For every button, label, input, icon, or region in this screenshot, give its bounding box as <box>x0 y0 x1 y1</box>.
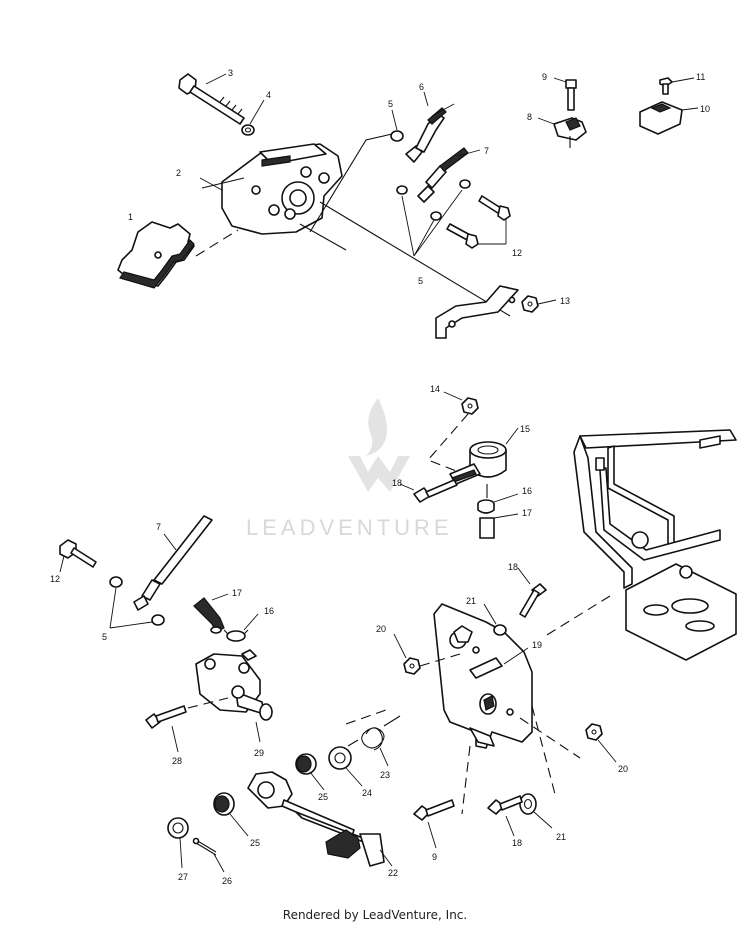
clip-part-10 <box>639 101 683 135</box>
callout-24: 24 <box>362 788 372 798</box>
callout-9-b: 9 <box>432 852 437 862</box>
washer-part-24 <box>328 746 352 770</box>
spring-part-23 <box>347 715 401 751</box>
callout-28: 28 <box>172 756 182 766</box>
bolt-part-18-c <box>487 795 523 815</box>
callout-16-a: 16 <box>522 486 532 496</box>
callout-8: 8 <box>527 112 532 122</box>
washer-part-4 <box>241 124 255 136</box>
footer-credit: Rendered by LeadVenture, Inc. <box>282 908 468 922</box>
nut-part-13 <box>521 295 539 313</box>
bolt-part-12-a <box>478 195 511 221</box>
callout-6: 6 <box>419 82 424 92</box>
callout-2: 2 <box>176 168 181 178</box>
washer-part-5-lower-a <box>109 576 123 588</box>
bushing-part-25-a <box>295 753 317 775</box>
callout-20-b: 20 <box>618 764 628 774</box>
brake-caliper-part-2 <box>221 143 343 235</box>
callout-7-a: 7 <box>484 146 489 156</box>
brake-line-part-7 <box>417 147 469 203</box>
hose-part-17-b <box>193 597 225 634</box>
callout-1: 1 <box>128 212 133 222</box>
callout-3: 3 <box>228 68 233 78</box>
bolt-part-28 <box>145 705 187 729</box>
callout-12-a: 12 <box>512 248 522 258</box>
washer-part-27 <box>167 817 189 839</box>
callout-5-c: 5 <box>102 632 107 642</box>
mounting-bracket <box>435 285 519 339</box>
callout-20-a: 20 <box>376 624 386 634</box>
washer-part-5-c <box>459 179 471 189</box>
callout-19: 19 <box>532 640 542 650</box>
reservoir-part-15 <box>449 441 507 485</box>
cotter-pin-part-26 <box>192 837 217 856</box>
screw-part-11 <box>659 77 673 95</box>
washer-part-5-d <box>430 211 442 221</box>
callout-7-b: 7 <box>156 522 161 532</box>
callout-5-b: 5 <box>418 276 423 286</box>
callout-12-b: 12 <box>50 574 60 584</box>
brake-pad-part-1 <box>117 221 195 289</box>
callout-25-b: 25 <box>250 838 260 848</box>
callout-13: 13 <box>560 296 570 306</box>
callout-15: 15 <box>520 424 530 434</box>
callout-25-a: 25 <box>318 792 328 802</box>
callout-17-b: 17 <box>232 588 242 598</box>
master-cylinder-part-29 <box>195 649 273 721</box>
callout-5-a: 5 <box>388 99 393 109</box>
bolt-part-12-lower <box>59 539 97 568</box>
washer-part-5-a <box>390 130 404 142</box>
bolt-part-18-a <box>413 479 458 503</box>
callout-29: 29 <box>254 748 264 758</box>
pedal-bracket-part-19 <box>433 603 533 749</box>
brake-line-part-7-lower <box>133 515 213 611</box>
nut-part-14 <box>461 397 479 415</box>
watermark-brand: LEADVENTURE <box>246 515 453 540</box>
callout-labels: 1 2 3 4 5 6 7 5 12 13 9 8 11 10 14 15 18… <box>50 68 710 886</box>
nut-part-20-b <box>585 723 603 741</box>
callout-18-a: 18 <box>392 478 402 488</box>
bolt-part-12-b <box>446 223 479 249</box>
bushing-part-25-b <box>213 792 235 816</box>
callout-11: 11 <box>696 72 705 82</box>
callout-9-a: 9 <box>542 72 547 82</box>
brake-pedal-part-22 <box>247 771 385 867</box>
washer-part-21-a <box>493 624 507 636</box>
hose-part-17-a <box>479 484 495 539</box>
callout-22: 22 <box>388 868 398 878</box>
pad-to-caliper-line <box>195 229 239 257</box>
callout-18-c: 18 <box>512 838 522 848</box>
callout-26: 26 <box>222 876 232 886</box>
brake-line-part-6 <box>405 107 447 163</box>
washer-part-5-lower-b <box>151 614 165 626</box>
leadventure-watermark-logo: LEADVENTURE <box>246 398 453 540</box>
hose-clamp-part-16-a <box>477 499 495 514</box>
callout-23: 23 <box>380 770 390 780</box>
callout-18-b: 18 <box>508 562 518 572</box>
callout-10: 10 <box>700 104 710 114</box>
hose-clamp-part-16-b <box>223 629 249 642</box>
bolt-part-9-b <box>413 799 455 821</box>
line-clamp-part-8 <box>553 117 587 148</box>
callout-21-b: 21 <box>556 832 566 842</box>
callout-27: 27 <box>178 872 188 882</box>
bolt-part-18-b <box>519 583 547 618</box>
vehicle-frame <box>573 429 737 661</box>
nut-part-20-a <box>403 657 421 675</box>
washer-part-21-b <box>519 793 537 815</box>
caliper-bolt-part-3 <box>178 73 245 125</box>
callout-4: 4 <box>266 90 271 100</box>
callout-17-a: 17 <box>522 508 532 518</box>
callout-16-b: 16 <box>264 606 274 616</box>
washer-part-5-b <box>396 185 408 195</box>
callout-21-a: 21 <box>466 596 476 606</box>
bolt-part-9-a <box>565 79 577 111</box>
callout-14: 14 <box>430 384 440 394</box>
